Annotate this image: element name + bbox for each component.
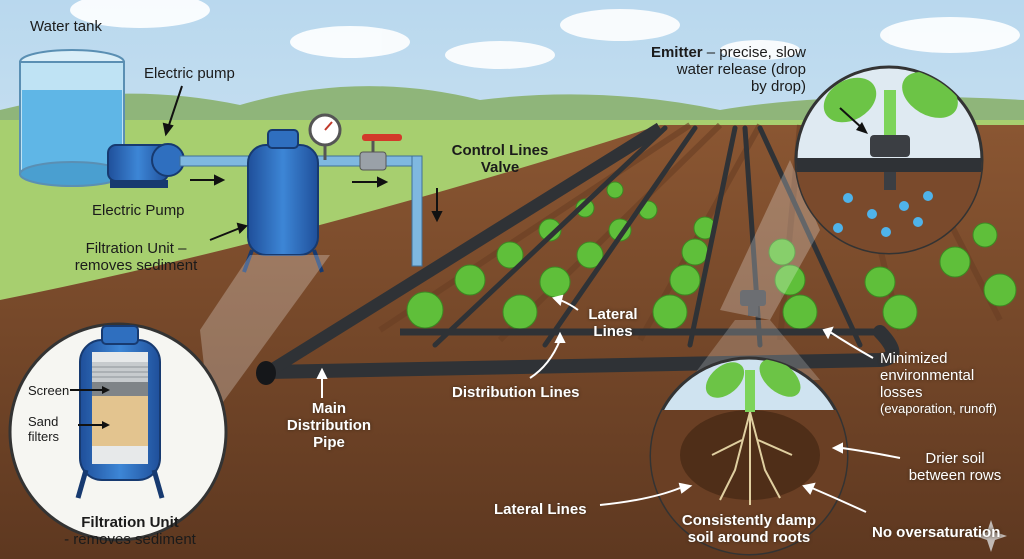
screen-label: Screen	[28, 383, 70, 398]
minimized-line1: Minimized	[880, 350, 948, 367]
electric-pump-icon	[107, 143, 185, 188]
pointer-arrows	[316, 294, 901, 513]
control-lines-valve-line2: Valve	[480, 159, 520, 176]
damp-line1: Consistently damp	[681, 512, 817, 529]
plant-icon	[606, 181, 624, 199]
main-pipe-line1: Main	[311, 400, 347, 417]
drier-soil-line2: between rows	[908, 467, 1002, 484]
main-distribution-pipe-label: Main Distribution Pipe	[274, 400, 384, 451]
main-pipe-line3: Pipe	[313, 434, 345, 451]
damp-line2: soil around roots	[687, 529, 811, 546]
main-distribution-pipe	[261, 325, 900, 379]
water-tank-label: Water tank	[30, 18, 102, 35]
emitter-label-bold: Emitter	[650, 44, 703, 61]
plant-icon	[782, 294, 818, 330]
filtration-inset	[8, 322, 228, 542]
minimized-losses-label: Minimized environmental losses (evaporat…	[880, 350, 997, 416]
plant-icon	[576, 241, 604, 269]
filtration-unit-label-line2: removes sediment	[74, 257, 198, 274]
minimized-line2: environmental	[880, 367, 975, 384]
drier-soil-label: Drier soil between rows	[900, 450, 1010, 484]
lateral-lines-mid-label: Lateral Lines	[578, 306, 648, 340]
control-valve-icon	[359, 134, 402, 171]
sand-filters-label: Sand filters	[28, 414, 59, 444]
drier-soil-line1: Drier soil	[925, 450, 985, 467]
plant-icon	[983, 273, 1017, 307]
plant-icon	[538, 218, 562, 242]
clouds	[70, 0, 1020, 69]
pressure-gauge-icon	[308, 113, 342, 160]
emitter-label: Emitter – precise, slow water release (d…	[646, 44, 806, 95]
lateral-lines-bottom-label: Lateral Lines	[494, 501, 587, 518]
electric-pump-label-bottom: Electric Pump	[92, 202, 185, 219]
plant-icon	[669, 264, 701, 296]
electric-pump-label-top: Electric pump	[144, 65, 235, 82]
lateral-lines-mid-line1: Lateral	[588, 306, 638, 323]
control-lines-valve-label: Control Lines Valve	[440, 142, 560, 176]
lateral-lines-mid-line2: Lines	[593, 323, 633, 340]
emitter-label-line2: water release (drop	[676, 61, 806, 78]
plant-icon	[652, 294, 688, 330]
flow-arrows	[190, 174, 443, 223]
plant-icon	[864, 266, 896, 298]
filtration-inset-label: Filtration Unit - removes sediment	[50, 514, 210, 548]
plant-icon	[768, 238, 796, 266]
emitter-icon	[740, 290, 766, 316]
plant-icon	[882, 294, 918, 330]
filtration-unit-label: Filtration Unit – removes sediment	[56, 240, 216, 274]
plant-icon	[939, 246, 971, 278]
sparkle-icon	[975, 520, 1007, 552]
main-feed-pipe	[264, 122, 664, 378]
soil-inset	[649, 356, 849, 556]
lateral-lines	[432, 125, 863, 348]
filtration-inset-line1: Filtration Unit	[81, 514, 179, 531]
filtration-unit-label-line1: Filtration Unit –	[85, 240, 187, 257]
plant-icon	[496, 241, 524, 269]
water-drop-icon	[833, 191, 933, 237]
emitter-label-line3: by drop)	[750, 78, 806, 95]
plant-icon	[575, 198, 595, 218]
plant-icon	[774, 264, 806, 296]
no-oversaturation-label: No oversaturation	[872, 524, 1001, 541]
minimized-line4: (evaporation, runoff)	[880, 401, 997, 416]
plant-icon	[454, 264, 486, 296]
filtration-inset-line2: - removes sediment	[64, 531, 196, 548]
sand-line2: filters	[28, 429, 60, 444]
filtration-unit-icon	[242, 129, 324, 273]
plant-icon	[539, 266, 571, 298]
plant-icon	[502, 294, 538, 330]
sand-line1: Sand	[28, 414, 59, 429]
main-pipe-line2: Distribution	[286, 417, 372, 434]
distribution-lines-label: Distribution Lines	[452, 384, 580, 401]
plant-icon	[972, 222, 998, 248]
water-tank-icon	[19, 49, 125, 187]
plant-icon	[406, 291, 444, 329]
consistently-damp-label: Consistently damp soil around roots	[672, 512, 826, 546]
emitter-label-rest: – precise, slow	[702, 44, 806, 61]
plant-icon	[681, 238, 709, 266]
minimized-line3: losses	[880, 384, 923, 401]
dark-pointers	[162, 85, 248, 241]
control-lines-valve-line1: Control Lines	[451, 142, 549, 159]
